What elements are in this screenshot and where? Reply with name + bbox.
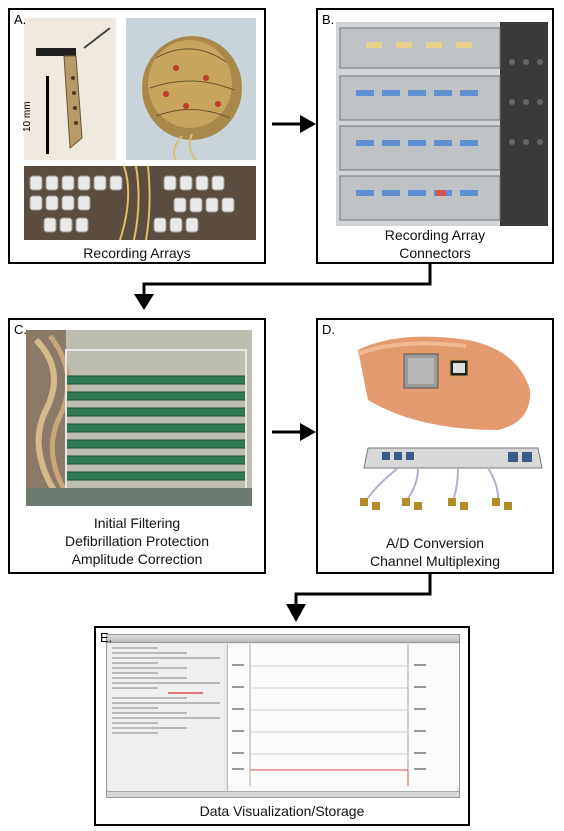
scale-bar <box>46 76 49 154</box>
panel-a-caption: Recording Arrays <box>83 245 191 261</box>
panel-e: E. <box>94 626 470 826</box>
software-signal-pane <box>227 644 459 791</box>
panel-b-caption-line-2: Connectors <box>399 245 471 261</box>
arrow-c-to-d <box>272 423 316 441</box>
panel-a: A. 10 mm <box>8 8 266 264</box>
filter-boards-photo <box>26 330 252 506</box>
panel-c-letter: C. <box>14 322 27 337</box>
panel-b: B. <box>316 8 554 264</box>
arrow-b-to-c <box>134 264 432 310</box>
panel-c-caption-line-2: Defibrillation Protection <box>65 533 209 549</box>
panel-d-letter: D. <box>322 322 335 337</box>
software-settings-pane <box>108 644 224 791</box>
panel-b-caption: Recording Array Connectors <box>318 226 552 262</box>
panel-e-letter: E. <box>100 630 113 645</box>
panel-d-caption-line-2: Channel Multiplexing <box>370 553 500 569</box>
panel-c-caption-line-1: Initial Filtering <box>93 515 181 531</box>
connector-rack-photo <box>336 22 548 226</box>
panel-c-caption: Initial Filtering Defibrillation Protect… <box>10 514 264 568</box>
chip-on-finger-photo <box>358 330 534 440</box>
software-statusbar <box>107 791 459 797</box>
panel-d-caption-line-1: A/D Conversion <box>385 535 485 551</box>
chip-on-finger-illustration <box>358 330 534 440</box>
amplifier-controller-illustration <box>338 444 548 522</box>
panel-e-caption: Data Visualization/Storage <box>199 803 365 819</box>
panel-d-caption: A/D Conversion Channel Multiplexing <box>318 534 552 570</box>
panel-b-caption-line-1: Recording Array <box>384 227 486 243</box>
plaque-array-illustration <box>24 166 256 240</box>
panel-a-letter: A. <box>14 12 27 27</box>
plaque-array-photo <box>24 166 256 240</box>
heart-sock-illustration <box>126 18 256 160</box>
amplifier-controller-photo <box>338 444 548 522</box>
panel-c: C. Initial Filte <box>8 318 266 574</box>
panel-d: D. <box>316 318 554 574</box>
panel-c-caption-line-3: Amplitude Correction <box>71 551 203 567</box>
arrow-a-to-b <box>272 115 316 133</box>
software-titlebar <box>107 635 459 643</box>
panel-b-letter: B. <box>322 12 335 27</box>
connector-rack-illustration <box>336 22 548 226</box>
arrow-d-to-e <box>286 574 432 622</box>
array-needle-photo <box>24 18 116 160</box>
needle-array-illustration <box>24 18 116 160</box>
filter-boards-illustration <box>26 330 252 506</box>
signal-traces <box>228 644 459 786</box>
software-screenshot <box>106 634 460 798</box>
scale-label: 10 mm <box>22 101 33 132</box>
heart-sock-photo <box>126 18 256 160</box>
